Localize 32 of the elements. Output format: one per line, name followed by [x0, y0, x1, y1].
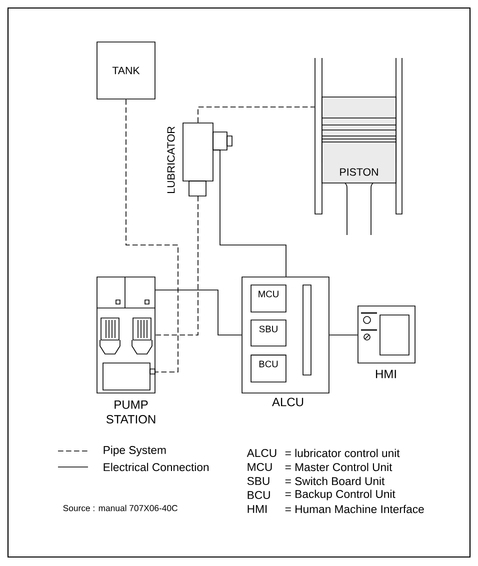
tank-box: TANK — [96, 42, 156, 100]
hmi-panel: HMI — [358, 306, 416, 378]
abbreviation: HMI — [248, 505, 267, 513]
pipe-line — [198, 106, 316, 123]
legend-label: Electrical Connection — [104, 462, 209, 472]
piston-cylinder: PISTON — [314, 58, 402, 236]
pipe-line — [126, 99, 178, 372]
unit-box: MCU — [250, 284, 286, 312]
node-label: PUMP STATION — [106, 400, 156, 424]
source-note: Source : manual 707X06-40C — [63, 504, 178, 512]
definition: = lubricator control unit — [285, 448, 400, 458]
abbreviation: SBU — [247, 477, 270, 485]
abbreviation: BCU — [248, 491, 270, 499]
cable-line — [155, 290, 242, 336]
node-label: PISTON — [340, 168, 378, 176]
definition: = Backup Control Unit — [285, 490, 396, 500]
pump-station: PUMP STATION — [96, 276, 156, 424]
unit-box: SBU — [250, 320, 286, 346]
pipe-line — [155, 196, 198, 336]
node-label: LUBRICATOR — [167, 126, 175, 194]
abbreviation: MCU — [248, 463, 272, 471]
cable-line — [328, 334, 358, 336]
cable-line — [213, 150, 286, 277]
node-label: ALCU — [272, 398, 304, 406]
definition: = Human Machine Interface — [285, 504, 424, 514]
legend-label: Pipe System — [104, 446, 166, 456]
node-label: HMI — [376, 370, 396, 378]
definition: = Switch Board Unit — [285, 476, 385, 486]
unit-box: BCU — [250, 354, 286, 382]
definition: = Master Control Unit — [285, 462, 392, 472]
abbreviation: ALCU — [246, 449, 276, 457]
lubricator: LUBRICATOR — [167, 122, 232, 196]
